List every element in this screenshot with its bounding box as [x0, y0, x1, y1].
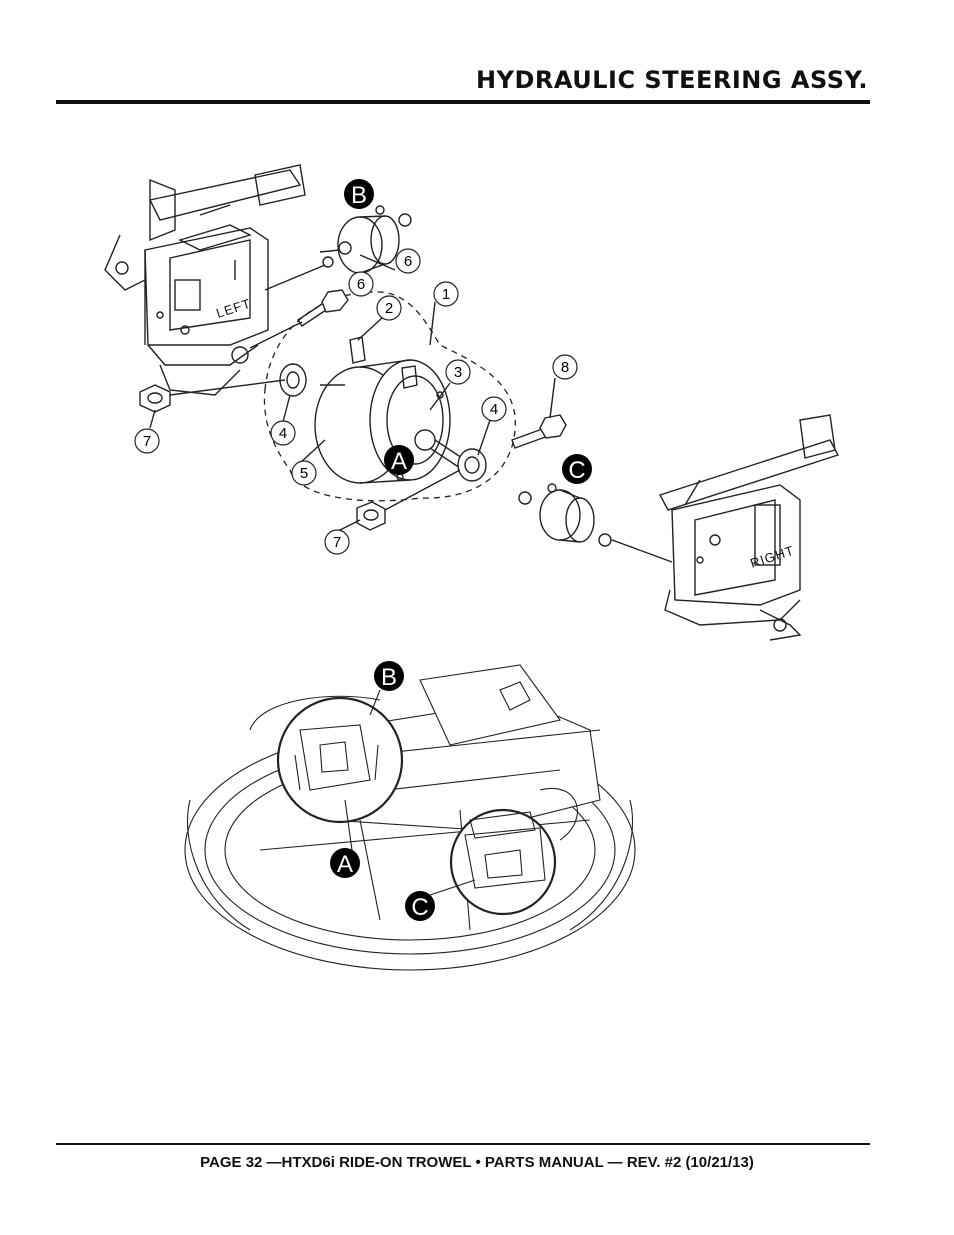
svg-text:4: 4 [279, 425, 287, 442]
callout-8: 8 [552, 354, 578, 380]
letter-c-top: C [562, 454, 592, 484]
svg-text:A: A [391, 448, 407, 475]
bolt-6 [249, 289, 349, 349]
callout-6-top: 6 [395, 248, 421, 274]
svg-text:7: 7 [333, 534, 341, 551]
svg-text:5: 5 [300, 465, 308, 482]
svg-text:8: 8 [561, 359, 569, 376]
nut-7-left [139, 379, 286, 413]
view-letters: A B C A B C [330, 179, 592, 921]
callout-3: 3 [445, 359, 471, 385]
cylinder-b [264, 205, 412, 291]
page-title: HYDRAULIC STEERING ASSY. [476, 66, 868, 94]
cylinder-a [279, 336, 487, 484]
letter-a-bottom: A [330, 848, 360, 878]
svg-text:6: 6 [404, 253, 412, 270]
svg-text:B: B [351, 182, 367, 209]
callouts: 1 2 3 4 4 5 6 6 7 7 8 [134, 248, 578, 555]
letter-b-bottom: B [374, 661, 404, 691]
nut-7-bottom [356, 469, 461, 531]
svg-text:C: C [568, 457, 585, 484]
letter-a-top: A [384, 445, 414, 475]
svg-text:7: 7 [143, 433, 151, 450]
svg-text:1: 1 [442, 286, 450, 303]
svg-text:4: 4 [490, 401, 498, 418]
page-footer: PAGE 32 —HTXD6i RIDE-ON TROWEL • PARTS M… [200, 1154, 754, 1171]
footer-rule [56, 1143, 870, 1145]
callout-2: 2 [376, 295, 402, 321]
callout-4-left: 4 [270, 420, 296, 446]
callout-4-right: 4 [481, 396, 507, 422]
svg-text:B: B [381, 664, 397, 691]
svg-text:A: A [337, 851, 353, 878]
callout-7-bottom: 7 [324, 529, 350, 555]
callout-5: 5 [291, 460, 317, 486]
letter-c-bottom: C [405, 891, 435, 921]
callout-1: 1 [433, 281, 459, 307]
svg-text:2: 2 [385, 300, 393, 317]
svg-text:C: C [411, 894, 428, 921]
header-rule [56, 100, 870, 104]
cylinder-c [518, 483, 673, 563]
left-gearbox [104, 164, 306, 396]
bolt-8 [511, 414, 567, 449]
letter-b-top: B [344, 179, 374, 209]
trowel-overview [184, 664, 636, 971]
right-gearbox [658, 414, 840, 641]
callout-6-bolt: 6 [348, 271, 374, 297]
callout-7-left: 7 [134, 428, 160, 454]
svg-text:3: 3 [454, 364, 462, 381]
svg-text:6: 6 [357, 276, 365, 293]
